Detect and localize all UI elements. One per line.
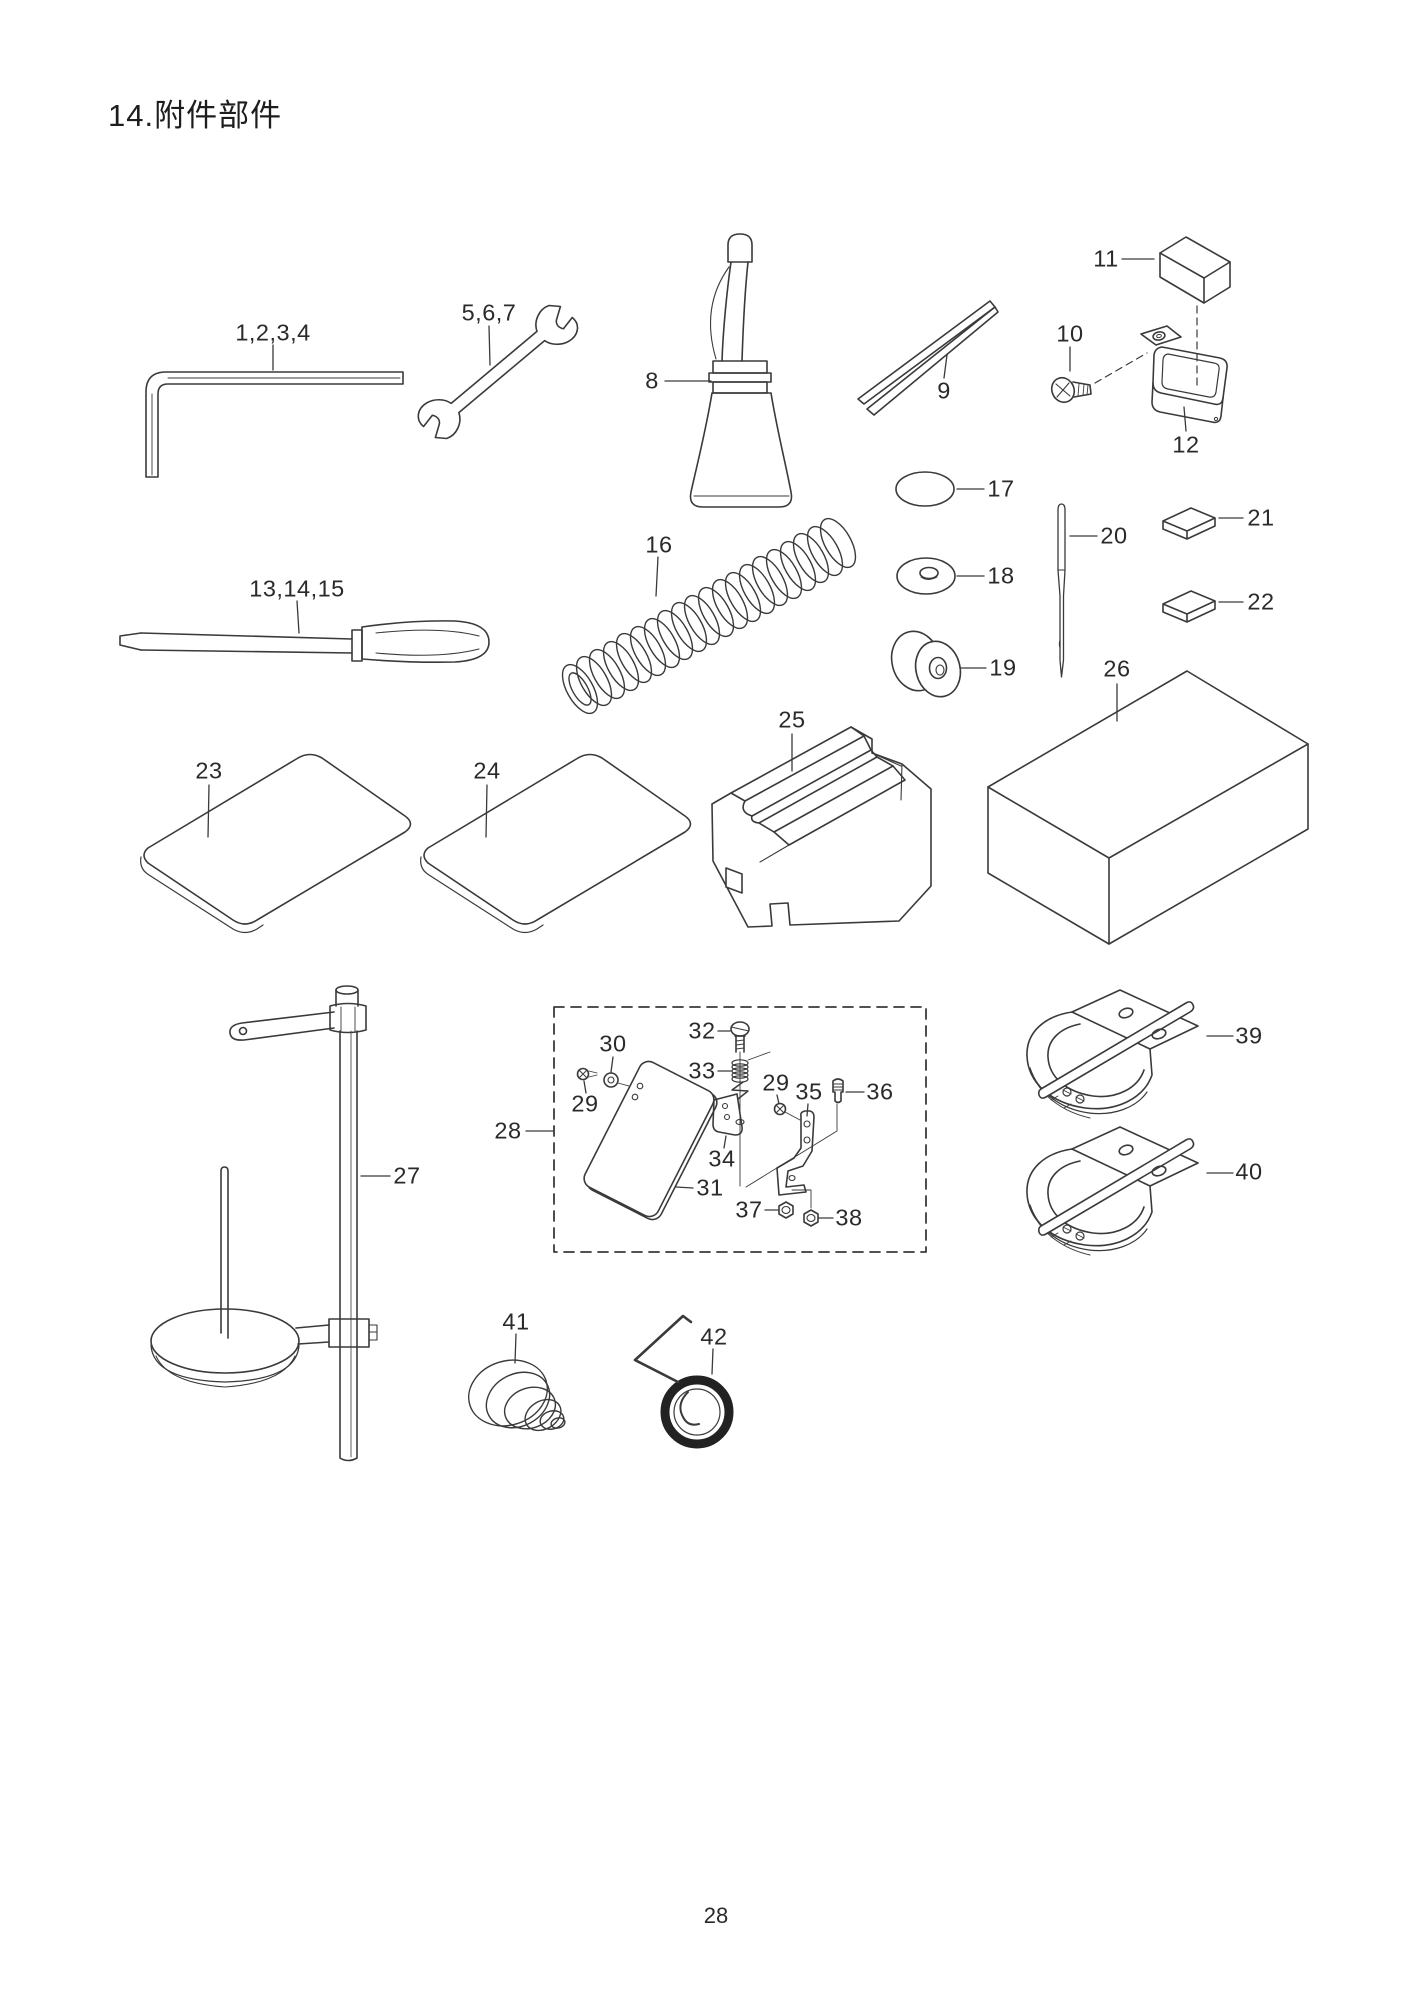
part-label-11: 11: [1093, 245, 1119, 272]
part-label-16: 16: [645, 531, 673, 558]
lever-35-drawing: [776, 1110, 815, 1196]
part-label-29-right: 29: [762, 1069, 790, 1096]
plate-31-drawing: [583, 1060, 718, 1221]
part-label-36: 36: [866, 1078, 894, 1105]
part-label-25: 25: [778, 706, 806, 733]
part-label-18: 18: [987, 562, 1015, 589]
screwdriver-drawing: [119, 620, 490, 663]
part-label-20: 20: [1100, 522, 1128, 549]
machine-rest-25-drawing: [711, 726, 932, 928]
part-label-17: 17: [987, 475, 1015, 502]
leader-lines: [207, 258, 1244, 1375]
part-label-5-6-7: 5,6,7: [461, 299, 517, 326]
bracket-12-drawing: [1140, 325, 1228, 424]
part-label-26: 26: [1103, 655, 1131, 682]
clamp-39-drawing: [1026, 989, 1199, 1119]
part-label-10: 10: [1056, 320, 1084, 347]
plate-23-drawing: [140, 753, 412, 934]
oiler-drawing: [689, 233, 793, 508]
part-label-41: 41: [502, 1308, 530, 1335]
part-label-24: 24: [473, 757, 501, 784]
tweezers-drawing: [857, 300, 999, 416]
screw-10-drawing: [1050, 352, 1148, 404]
part-label-22: 22: [1247, 588, 1275, 615]
hex-key-drawing: [145, 371, 404, 478]
part-label-13-14-15: 13,14,15: [249, 575, 345, 602]
part-label-32: 32: [688, 1017, 716, 1044]
part-label-28: 28: [494, 1117, 522, 1144]
spring-16-drawing: [561, 517, 857, 715]
disc-17-drawing: [895, 471, 955, 507]
accessory-group-28-frame: [553, 1006, 927, 1253]
box-26-drawing: [987, 670, 1309, 945]
part-label-23: 23: [195, 757, 223, 784]
screw-29a-drawing: [576, 1067, 598, 1081]
washer-18-drawing: [896, 557, 956, 595]
clamp-40-drawing: [1026, 1126, 1199, 1256]
part-label-34: 34: [708, 1145, 736, 1172]
part-label-8: 8: [645, 367, 659, 394]
part-label-40: 40: [1235, 1158, 1263, 1185]
page-number: 28: [703, 1903, 729, 1928]
part-label-27: 27: [393, 1162, 421, 1189]
nut-38-drawing: [791, 1189, 819, 1227]
wrench-drawing: [417, 304, 579, 440]
screw-29b-drawing: [773, 1102, 801, 1121]
part-label-1-2-3-4: 1,2,3,4: [235, 319, 311, 346]
rubber-cushion-11-drawing: [1159, 236, 1231, 390]
thread-stand-27-drawing: [150, 985, 378, 1462]
part-label-19: 19: [989, 654, 1017, 681]
part-label-33: 33: [688, 1057, 716, 1084]
part-label-35: 35: [795, 1078, 823, 1105]
part-label-29-left: 29: [571, 1090, 599, 1117]
part-label-9: 9: [937, 377, 951, 404]
part-label-38: 38: [835, 1204, 863, 1231]
bobbin-19-drawing: [890, 630, 962, 698]
pad-21-drawing: [1162, 507, 1216, 540]
part-label-42: 42: [700, 1323, 728, 1350]
coil-41-drawing: [467, 1359, 566, 1432]
page-title: 14.附件部件: [108, 98, 283, 133]
part-label-12: 12: [1172, 431, 1200, 458]
pad-22-drawing: [1162, 590, 1216, 623]
bracket-34-drawing: [712, 1093, 745, 1136]
part-label-30: 30: [599, 1030, 627, 1057]
pin-36-drawing: [745, 1078, 844, 1188]
part-label-37: 37: [735, 1196, 763, 1223]
needle-20-drawing: [1057, 503, 1066, 678]
part-label-21: 21: [1247, 504, 1275, 531]
plate-24-drawing: [420, 753, 692, 934]
torsion-spring-42-drawing: [633, 1314, 734, 1449]
spring-33-drawing: [731, 1051, 771, 1100]
part-label-39: 39: [1235, 1022, 1263, 1049]
part-label-31: 31: [696, 1174, 724, 1201]
nut-37-drawing: [778, 1201, 794, 1219]
